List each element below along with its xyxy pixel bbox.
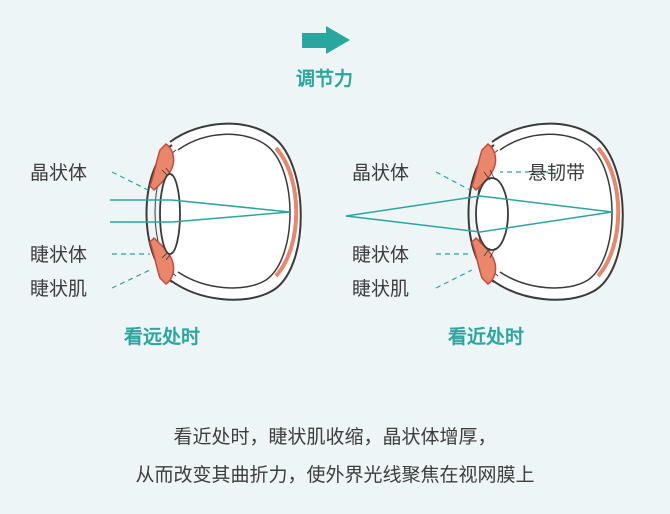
header-title: 调节力 xyxy=(296,68,354,90)
right-choroid xyxy=(596,146,621,278)
left-choroid xyxy=(274,146,299,278)
right-label-lens: 晶状体 xyxy=(352,162,410,184)
right-lens xyxy=(475,177,509,251)
left-light-rays xyxy=(110,199,291,223)
left-label-ciliary-body: 睫状体 xyxy=(30,244,88,266)
right-caption: 看近处时 xyxy=(448,326,525,348)
right-eye xyxy=(345,122,624,301)
left-caption: 看远处时 xyxy=(124,326,201,348)
right-arrow-icon xyxy=(302,26,350,54)
right-label-zonule: 悬韧带 xyxy=(528,162,586,184)
left-ciliary-upper xyxy=(149,143,175,192)
left-label-lens: 晶状体 xyxy=(30,162,88,184)
left-sclera xyxy=(169,122,302,301)
description-line-1: 看近处时，睫状肌收缩，晶状体增厚， xyxy=(173,426,497,448)
right-label-ciliary-muscle: 睫状肌 xyxy=(352,278,410,300)
right-label-ciliary-body: 睫状体 xyxy=(352,244,410,266)
right-sclera xyxy=(491,122,624,301)
left-label-ciliary-muscle: 睫状肌 xyxy=(30,278,88,300)
description-line-2: 从而改变其曲折力，使外界光线聚焦在视网膜上 xyxy=(135,464,535,486)
left-lens xyxy=(159,173,181,255)
right-light-rays xyxy=(345,195,613,233)
left-retina xyxy=(177,133,291,289)
right-retina xyxy=(499,133,613,289)
left-eye xyxy=(110,122,302,301)
